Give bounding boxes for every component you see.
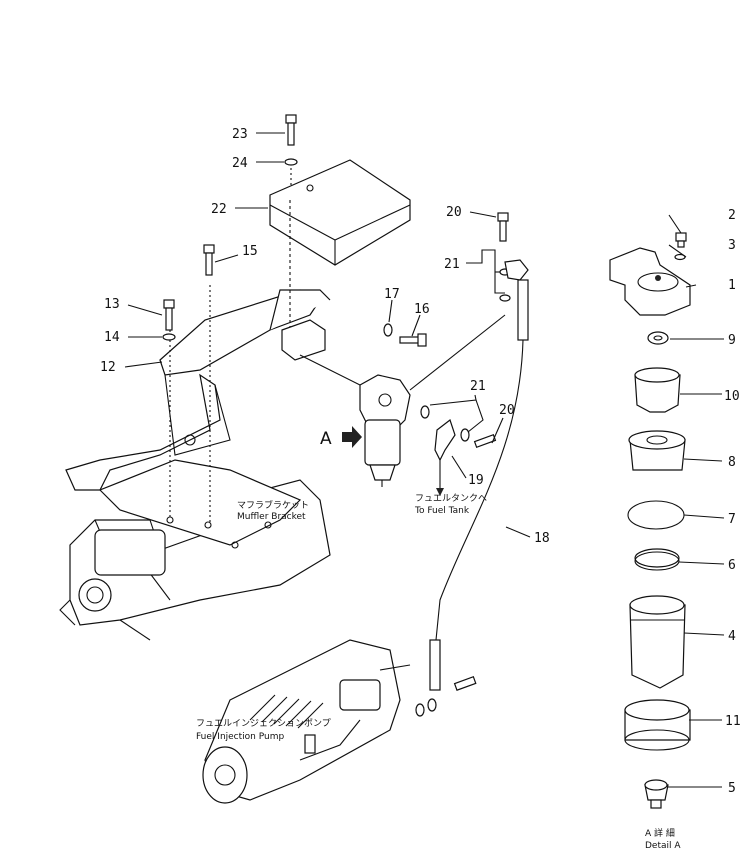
bolt-16 — [383, 323, 427, 347]
detail-a-caption-jp: A 詳 細 — [645, 827, 675, 839]
leader-lines — [124, 132, 725, 788]
callout-22: 22 — [211, 202, 227, 217]
fuel-hose-18 — [429, 279, 529, 691]
muffler-bracket-label-jp: マフラブラケット — [237, 499, 309, 511]
fuel-tank-label-jp: フュエルタンクへ — [415, 493, 487, 504]
callout-13: 13 — [104, 297, 120, 312]
fuel-tank-label: To Fuel Tank — [414, 506, 470, 516]
callout-10: 10 — [724, 389, 740, 404]
callout-4: 4 — [728, 629, 736, 644]
injection-pump-label-jp: フュエルインジェクションポンプ — [196, 718, 331, 729]
detail-a-caption: Detail A — [645, 841, 681, 850]
callout-2: 2 — [728, 208, 736, 223]
callout-16: 16 — [414, 302, 430, 317]
callout-12: 12 — [100, 360, 116, 375]
cover-22 — [269, 159, 411, 361]
callout-21-upper: 21 — [444, 257, 460, 272]
injection-pump-label: Fuel Injection Pump — [196, 732, 284, 742]
callout-20-lower: 20 — [499, 403, 515, 418]
callout-17: 17 — [384, 287, 400, 302]
callout-3: 3 — [728, 238, 736, 253]
callout-23: 23 — [232, 127, 248, 142]
bolt-15 — [203, 244, 215, 276]
callout-5: 5 — [728, 781, 736, 796]
muffler-bracket — [65, 285, 331, 549]
bolt-23 — [284, 114, 298, 185]
callout-1: 1 — [728, 278, 736, 293]
callout-8: 8 — [728, 455, 736, 470]
callout-11: 11 — [725, 714, 741, 729]
detail-a-marker: A — [320, 429, 332, 449]
callout-20-upper: 20 — [446, 205, 462, 220]
callout-24: 24 — [232, 156, 248, 171]
callout-7: 7 — [728, 512, 736, 527]
callout-6: 6 — [728, 558, 736, 573]
callout-21-lower: 21 — [470, 379, 486, 394]
detail-a-parts — [609, 232, 691, 809]
fuel-injection-pump — [202, 639, 477, 804]
muffler-bracket-label: Muffler Bracket — [237, 512, 306, 522]
callout-18: 18 — [534, 531, 550, 546]
callout-numbers: 23 24 22 15 13 14 12 17 16 20 21 21 20 1… — [100, 127, 741, 796]
callout-19: 19 — [468, 473, 484, 488]
banjo-fitting-19 — [420, 405, 497, 496]
callout-15: 15 — [242, 244, 258, 259]
callout-9: 9 — [728, 333, 736, 348]
detail-arrow-icon — [342, 426, 362, 448]
fuel-filter-assembly — [299, 314, 506, 487]
bolt-13 — [162, 299, 176, 341]
text-labels: マフラブラケット Muffler Bracket フュエルタンクへ To Fue… — [196, 493, 681, 850]
bolt-20-upper — [497, 212, 529, 302]
callout-14: 14 — [104, 330, 120, 345]
